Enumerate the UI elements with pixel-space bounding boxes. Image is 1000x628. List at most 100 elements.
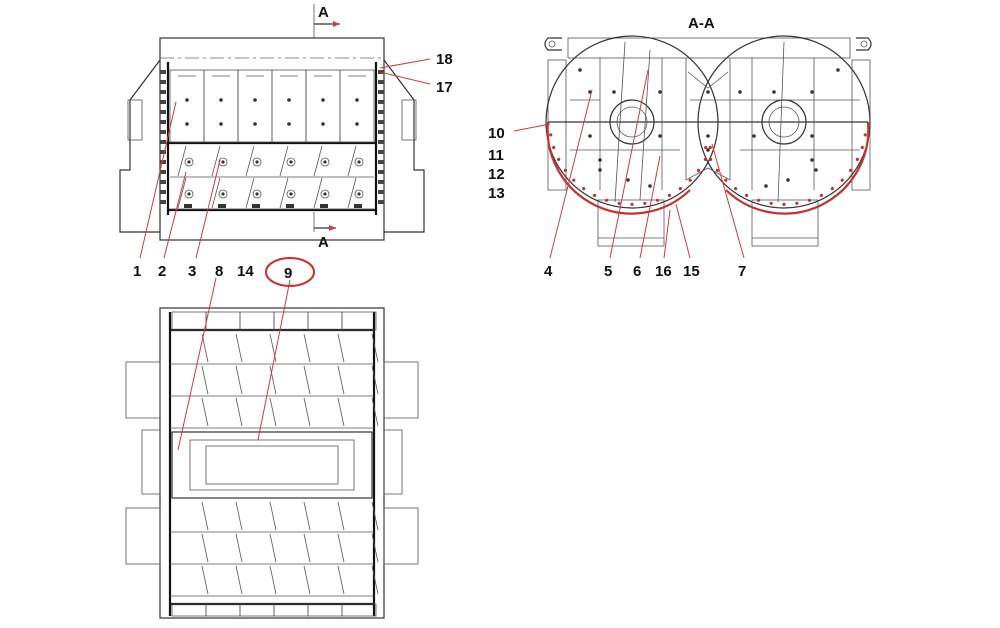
side-bolt bbox=[160, 160, 166, 164]
front-liner-bolt-ring bbox=[252, 157, 262, 167]
leader-1 bbox=[139, 101, 177, 259]
front-bottom-clip bbox=[286, 204, 294, 208]
side-bolt bbox=[378, 160, 384, 164]
front-liner-bolt-ring bbox=[184, 157, 194, 167]
front-panel bbox=[305, 69, 341, 143]
callout-5: 5 bbox=[604, 263, 612, 280]
front-right-plate bbox=[401, 99, 417, 141]
front-liner-edge bbox=[245, 145, 255, 177]
side-bolt bbox=[378, 90, 384, 94]
front-liner-edge bbox=[177, 177, 187, 209]
plan-bottom-cap bbox=[171, 603, 207, 617]
side-bolt bbox=[378, 180, 384, 184]
liner-bolt bbox=[655, 198, 660, 202]
plan-bottom-cap bbox=[205, 603, 241, 617]
side-bolt bbox=[160, 80, 166, 84]
plan-top-cap bbox=[171, 311, 207, 331]
liner-bolt bbox=[667, 193, 671, 197]
front-bottom-clip bbox=[252, 204, 260, 208]
plan-bracket-bl bbox=[125, 507, 161, 565]
leader-17 bbox=[379, 71, 431, 85]
plan-tile-edge bbox=[303, 501, 311, 531]
front-liner-bolt-ring bbox=[354, 189, 364, 199]
front-liner-edge bbox=[177, 145, 187, 177]
plan-view bbox=[125, 307, 419, 619]
front-liner-bolt bbox=[255, 160, 259, 164]
section-bolt bbox=[738, 90, 742, 94]
section-bolt bbox=[658, 90, 662, 94]
front-panel-bolt bbox=[219, 98, 223, 102]
plan-center-opening bbox=[171, 431, 373, 499]
leader-3 bbox=[195, 159, 221, 259]
left-shaft-bore-inner bbox=[616, 106, 648, 138]
callout-17: 17 bbox=[436, 79, 453, 96]
side-bolt bbox=[160, 70, 166, 74]
leader-7 bbox=[711, 143, 745, 259]
side-bolt bbox=[160, 190, 166, 194]
front-liner-bolt-ring bbox=[184, 189, 194, 199]
plan-tile-edge bbox=[371, 333, 379, 363]
plan-bracket-tl bbox=[125, 361, 161, 419]
plan-tile-edge bbox=[235, 397, 243, 427]
plan-tile-edge bbox=[371, 397, 379, 427]
side-bolt bbox=[160, 150, 166, 154]
plan-frame bbox=[159, 307, 385, 619]
liner-bolt bbox=[678, 186, 682, 191]
callout-9: 9 bbox=[284, 265, 292, 282]
section-bolt bbox=[810, 158, 814, 162]
plan-tile-edge bbox=[269, 333, 277, 363]
plan-tile-edge bbox=[371, 501, 379, 531]
front-liner-bolt bbox=[357, 160, 361, 164]
plan-center-inner bbox=[189, 439, 355, 491]
callout-14: 14 bbox=[237, 263, 254, 280]
plan-tile-edge bbox=[201, 565, 209, 595]
front-panel-bolt bbox=[355, 98, 359, 102]
callout-12: 12 bbox=[488, 166, 505, 183]
plan-bottom-cap bbox=[273, 603, 309, 617]
liner-bolt bbox=[604, 198, 609, 202]
front-liner-edge bbox=[313, 177, 323, 209]
liner-bolt bbox=[860, 145, 864, 150]
side-bolt bbox=[378, 170, 384, 174]
front-liner-bolt bbox=[221, 160, 225, 164]
liner-bolt bbox=[617, 201, 621, 205]
side-bolt bbox=[378, 110, 384, 114]
section-bolt bbox=[598, 168, 602, 172]
front-liner-edge bbox=[245, 177, 255, 209]
front-liner-bolt-ring bbox=[286, 189, 296, 199]
highlight-circle bbox=[265, 257, 315, 287]
leader-2 bbox=[163, 171, 187, 259]
plan-top-cap bbox=[239, 311, 275, 331]
plan-top-cap bbox=[307, 311, 343, 331]
right-liner-arc bbox=[725, 121, 870, 215]
plan-tile-edge bbox=[303, 397, 311, 427]
front-bottom-clip bbox=[184, 204, 192, 208]
front-liner-bolt-ring bbox=[286, 157, 296, 167]
side-bolt bbox=[378, 100, 384, 104]
plan-top-cap bbox=[341, 311, 377, 331]
plan-tile-edge bbox=[201, 397, 209, 427]
section-bolt bbox=[706, 90, 710, 94]
plan-tile-edge bbox=[235, 565, 243, 595]
front-panel bbox=[237, 69, 273, 143]
front-liner-edge bbox=[279, 145, 289, 177]
front-bottom-clip bbox=[354, 204, 362, 208]
section-bolt bbox=[588, 134, 592, 138]
liner-bolt bbox=[715, 168, 720, 172]
side-bolt bbox=[378, 120, 384, 124]
front-liner-bolt bbox=[323, 192, 327, 196]
leader-lines bbox=[139, 58, 745, 451]
plan-tile-edge bbox=[337, 365, 345, 395]
section-bolt bbox=[706, 134, 710, 138]
plan-tile-edge bbox=[303, 533, 311, 563]
front-panel-bolt bbox=[287, 122, 291, 126]
front-liner-edge bbox=[211, 177, 221, 209]
left-foot bbox=[597, 199, 665, 247]
plan-tile-edge bbox=[371, 565, 379, 595]
segment-line bbox=[777, 41, 785, 203]
leader-8 bbox=[177, 277, 217, 451]
segment-line bbox=[639, 49, 651, 201]
drum-segment-lines bbox=[570, 41, 860, 203]
plan-tile-edge bbox=[201, 501, 209, 531]
liner-bolt bbox=[582, 186, 586, 191]
